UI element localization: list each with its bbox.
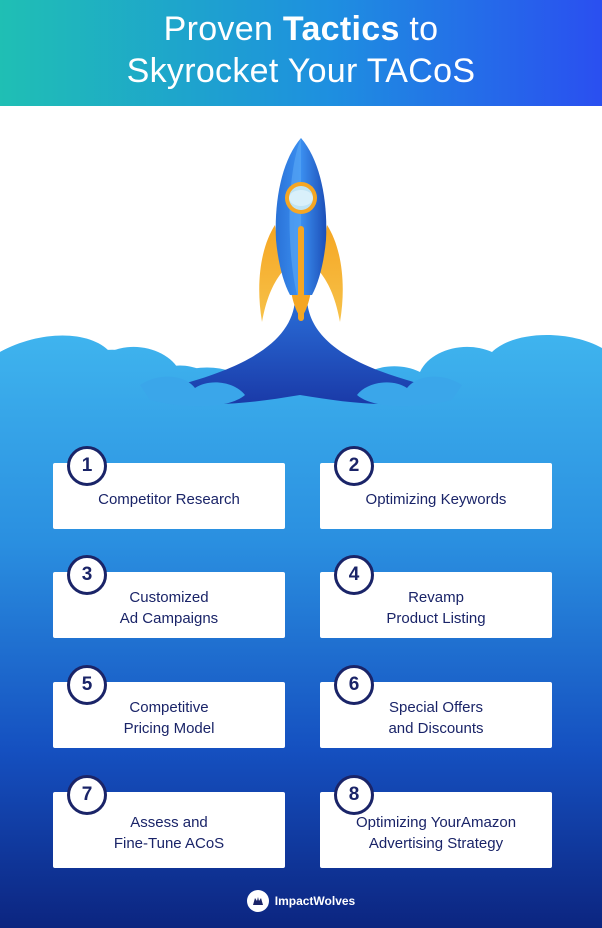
tactic-label: Assess and Fine-Tune ACoS [113, 814, 225, 852]
tactic-number-badge: 6 [334, 665, 374, 705]
title-part-2: to [399, 10, 439, 48]
rocket-flame-left [259, 225, 282, 322]
tactic-label: Revamp Product Listing [386, 589, 486, 627]
rocket-trail [150, 300, 455, 405]
title-line-2: Skyrocket Your TACoS [126, 52, 476, 90]
tactic-number-badge: 7 [67, 775, 107, 815]
title-line-1: Proven Tactics to [0, 8, 602, 50]
rocket-flame-right [320, 225, 343, 322]
title-bold-word: Tactics [282, 10, 400, 48]
tactic-label: Optimizing Keywords [365, 490, 507, 508]
tactic-label: Competitive Pricing Model [123, 699, 215, 737]
brand-name: ImpactWolves [274, 894, 356, 908]
tactic-number-badge: 4 [334, 555, 374, 595]
tactic-number-badge: 3 [67, 555, 107, 595]
page-title: Proven Tactics to Skyrocket Your TACoS [0, 8, 602, 92]
wolf-logo-icon [246, 890, 269, 912]
tactic-label: Optimizing YourAmazon Advertising Strate… [355, 814, 517, 852]
tactic-label: Competitor Research [98, 490, 240, 508]
tactic-number-badge: 8 [334, 775, 374, 815]
tactic-number-badge: 1 [67, 446, 107, 486]
tactic-number-badge: 5 [67, 665, 107, 705]
title-part-1: Proven [163, 10, 283, 48]
tactic-label: Customized Ad Campaigns [119, 589, 219, 627]
tactic-label: Special Offers and Discounts [388, 699, 484, 737]
tactic-number-badge: 2 [334, 446, 374, 486]
header-banner: Proven Tactics to Skyrocket Your TACoS [0, 0, 602, 106]
tactic-card: Optimizing YourAmazon Advertising Strate… [320, 792, 552, 868]
footer-brand: ImpactWolves [0, 890, 602, 912]
